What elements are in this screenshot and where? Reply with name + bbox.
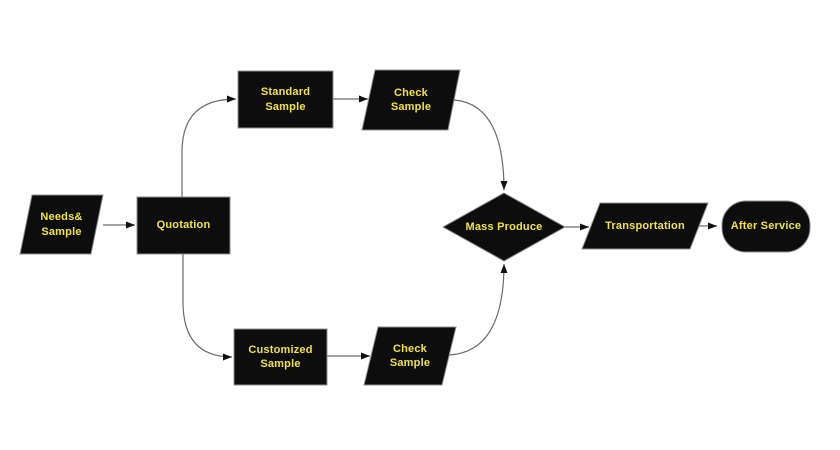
- node-quotation-shape: [136, 196, 231, 255]
- edge-quotation-to-standard-sample: [181, 95, 237, 197]
- node-check-sample-bottom-shape: [363, 326, 457, 386]
- edge-check-sample-top-to-mass-produce: [453, 99, 508, 191]
- node-mass-produce-shape: [441, 192, 567, 262]
- node-check-sample-top-shape: [361, 69, 461, 131]
- node-needs-sample-shape: [19, 194, 104, 255]
- node-after-service-shape: [721, 200, 811, 253]
- node-customized-sample-shape: [233, 328, 328, 386]
- node-transportation-shape: [581, 202, 709, 250]
- node-standard-sample-shape: [237, 70, 334, 129]
- edge-check-sample-bottom-to-mass-produce: [448, 263, 508, 356]
- edges-layer: [103, 95, 717, 361]
- edge-quotation-to-customized-sample: [182, 254, 233, 361]
- nodes-layer: [19, 69, 811, 386]
